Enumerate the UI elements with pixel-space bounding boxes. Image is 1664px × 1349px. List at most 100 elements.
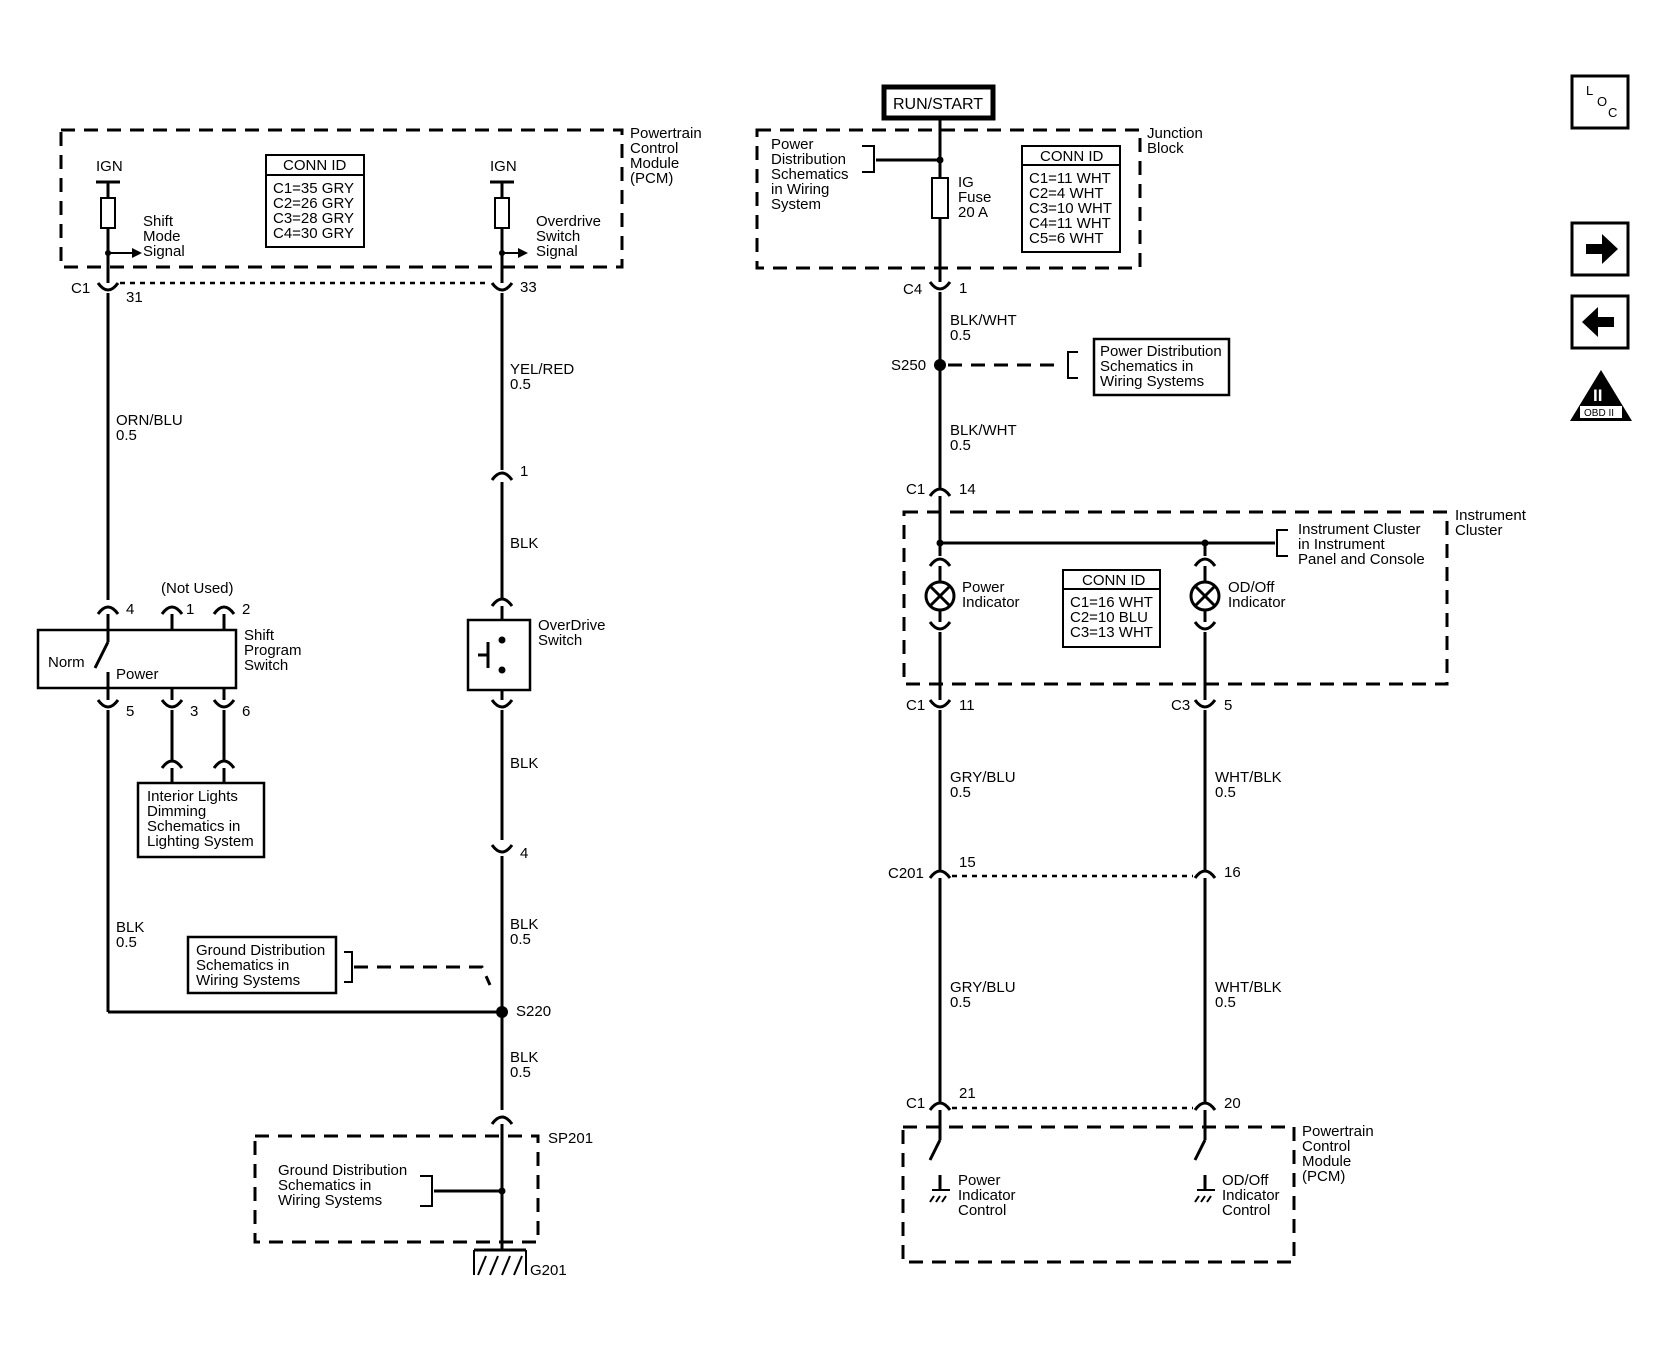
sps-pin-5: 5	[126, 703, 134, 720]
resistor-right	[494, 197, 510, 229]
wire-blk-c: BLK 0.5	[510, 916, 543, 948]
sps-pin-4: 4	[126, 601, 134, 618]
arrow-right-icon	[1586, 234, 1618, 264]
obd-ii-button[interactable]: II OBD II	[1570, 370, 1632, 421]
overdrive-switch-label: OverDrive Switch	[538, 617, 610, 649]
pcm-ground-right-icon	[1194, 1175, 1215, 1203]
interior-lights-ref-box[interactable]	[136, 781, 266, 859]
ig-fuse-label: IG Fuse 20 A	[958, 174, 996, 221]
svg-text:C: C	[1608, 105, 1617, 120]
wire-gry-blu-2: GRY/BLU 0.5	[950, 979, 1020, 1011]
pin-20: 20	[1224, 1095, 1241, 1112]
svg-text:O: O	[1597, 94, 1607, 109]
pcm-box-top	[59, 128, 624, 269]
s250-label: S250	[891, 357, 926, 374]
pin-1-right: 1	[959, 280, 967, 297]
pin-1-left: 1	[520, 463, 528, 480]
wire-gry-blu-1: GRY/BLU 0.5	[950, 769, 1020, 801]
junction-block-box	[755, 128, 1142, 270]
cluster-ref: Instrument Cluster in Instrument Panel a…	[1298, 521, 1425, 568]
g201-label: G201	[530, 1262, 567, 1279]
shift-mode-signal: Shift Mode Signal	[143, 213, 185, 260]
wire-blk-a: BLK	[510, 535, 538, 552]
ground-dist-ref-1: Ground Distribution Schematics in Wiring…	[196, 942, 329, 989]
pin-11: 11	[959, 697, 975, 714]
prev-page-button[interactable]	[1570, 294, 1630, 350]
wire-wht-blk-1: WHT/BLK 0.5	[1215, 769, 1286, 801]
wire-blk-b: BLK	[510, 755, 538, 772]
pcm-conn-id-table: CONN ID C1=35 GRY C2=26 GRY C3=28 GRY C4…	[265, 154, 365, 248]
sps-norm: Norm	[48, 654, 85, 671]
ground-splice-box	[253, 1134, 540, 1244]
svg-text:C1=16 WHT C2=10 BLU: C1=16 WHT C2=10 BLU C3=13 WHT	[1070, 594, 1157, 641]
svg-text:C1=11 WHT C2=4 WHT: C1=11 WHT C2=4 WHT C3=10 WHT C4=11 WHT C…	[1029, 170, 1116, 247]
ign-label-left: IGN	[96, 158, 123, 175]
svg-text:II: II	[1593, 386, 1602, 405]
svg-text:CONN ID: CONN ID	[1040, 148, 1104, 165]
sps-label: Shift Program Switch	[244, 627, 306, 674]
svg-text:CONN ID: CONN ID	[1082, 572, 1146, 589]
loc-icon: L	[1586, 83, 1593, 98]
pcm-label-top: Powertrain Control Module (PCM)	[630, 125, 706, 187]
arrow-left-icon	[1582, 307, 1614, 337]
svg-text:OBD II: OBD II	[1584, 408, 1614, 419]
wire-orn-blu: ORN/BLU 0.5	[116, 412, 187, 444]
wire-blk-wht-2: BLK/WHT 0.5	[950, 422, 1021, 454]
odoff-indicator-label: OD/Off Indicator	[1228, 579, 1286, 611]
c1-label-a: C1	[906, 481, 925, 498]
splice-s220	[496, 1006, 508, 1018]
pin-33: 33	[520, 279, 537, 296]
power-indicator-lamp-icon	[924, 580, 956, 612]
loc-button[interactable]: L O C	[1570, 74, 1630, 130]
sp201-label: SP201	[548, 1130, 593, 1147]
instrument-cluster-label: Instrument Cluster	[1455, 507, 1530, 539]
sps-pin-2: 2	[242, 601, 250, 618]
svg-text:CONN ID: CONN ID	[283, 157, 347, 174]
c1-label-b: C1	[906, 697, 925, 714]
c1-label-left: C1	[71, 280, 90, 297]
pin-15: 15	[959, 854, 976, 871]
sps-power: Power	[116, 666, 159, 683]
pin-14: 14	[959, 481, 976, 498]
c3-label: C3	[1171, 697, 1190, 714]
wire-blk-wht-1: BLK/WHT 0.5	[950, 312, 1021, 344]
overdrive-switch-signal: Overdrive Switch Signal	[536, 213, 605, 260]
sps-pin-6: 6	[242, 703, 250, 720]
junction-block-label: Junction Block	[1147, 125, 1207, 157]
power-indicator-label: Power Indicator	[962, 579, 1020, 611]
overdrive-switch	[466, 618, 532, 692]
power-dist-ref-2: Power Distribution Schematics in Wiring …	[1100, 343, 1226, 390]
power-dist-ref-box-2[interactable]	[1092, 337, 1231, 397]
pin-5-right: 5	[1224, 697, 1232, 714]
odoff-indicator-lamp-icon	[1189, 580, 1221, 612]
ig-fuse-symbol	[931, 177, 949, 219]
power-dist-ref: Power Distribution Schematics in Wiring …	[771, 136, 853, 213]
splice-s250	[934, 359, 946, 371]
left-circuit: Powertrain Control Module (PCM) IGN Shif…	[36, 125, 706, 1279]
ground-g201-icon	[473, 1248, 527, 1276]
pin-16: 16	[1224, 864, 1241, 881]
ground-dist-ref-2: Ground Distribution Schematics in Wiring…	[278, 1162, 411, 1209]
c1-label-c: C1	[906, 1095, 925, 1112]
next-page-button[interactable]	[1570, 221, 1630, 277]
shift-program-switch	[36, 628, 238, 690]
s220-label: S220	[516, 1003, 551, 1020]
c4-label: C4	[903, 281, 922, 298]
ground-dist-ref-box-1[interactable]	[186, 935, 338, 995]
svg-text:C1=35 GRY C2=26 GRY: C1=35 GRY C2=26 GRY C3=28 GRY C4=30 GRY	[273, 180, 358, 242]
interior-lights-ref: Interior Lights Dimming Schematics in Li…	[147, 788, 254, 850]
not-used-label: (Not Used)	[161, 580, 234, 597]
pin-31: 31	[126, 289, 143, 306]
wire-wht-blk-2: WHT/BLK 0.5	[1215, 979, 1286, 1011]
instrument-cluster-box	[902, 510, 1449, 686]
c201-label: C201	[888, 865, 924, 882]
resistor-left	[100, 197, 116, 229]
pin-21: 21	[959, 1085, 976, 1102]
pin-4-left: 4	[520, 845, 528, 862]
wire-blk-d: BLK 0.5	[510, 1049, 543, 1081]
pcm-label-bottom: Powertrain Control Module (PCM)	[1302, 1123, 1378, 1185]
ic-conn-id-table: CONN ID C1=16 WHT C2=10 BLU C3=13 WHT	[1062, 569, 1161, 648]
ign-label-right: IGN	[490, 158, 517, 175]
wire-yel-red: YEL/RED 0.5	[510, 361, 578, 393]
pcm-ground-left-icon	[929, 1175, 950, 1203]
